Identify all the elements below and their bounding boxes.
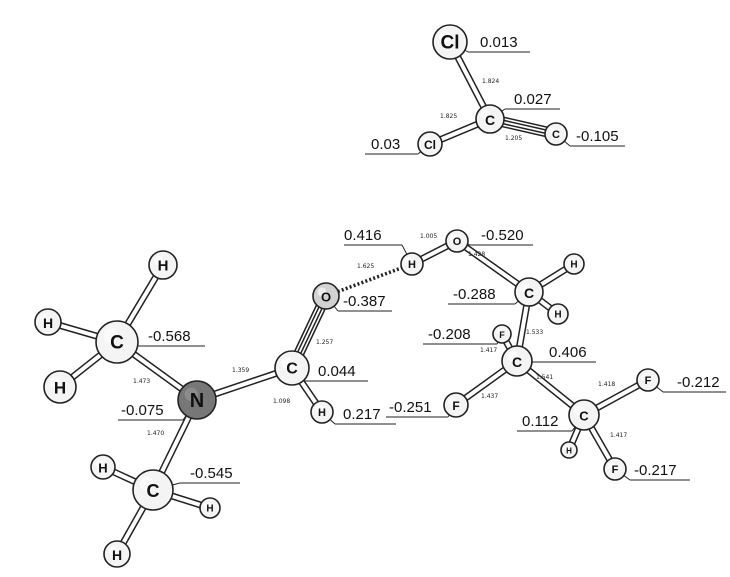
- atom-symbol-h-nme-top: H: [158, 258, 169, 275]
- atom-symbol-h-cf2h: H: [566, 447, 572, 456]
- atom-o-carbonyl: O: [312, 282, 340, 310]
- atom-symbol-h-nme-left: H: [43, 315, 53, 331]
- atom-symbol-cl-left: Cl: [424, 138, 436, 152]
- charge-label-layer: 0.013 0.027 0.03 -0.105 -0.568 -0.075 0.044 -0.…: [121, 34, 720, 482]
- atom-h-cf2h: H: [560, 441, 578, 459]
- bond-length-f-upper-c-cf: 1.417: [480, 347, 497, 354]
- atom-h-ch2-bottom: H: [547, 303, 569, 325]
- atom-symbol-f-left: F: [452, 399, 459, 413]
- atom-symbol-n-amide: N: [190, 390, 204, 412]
- bond-length-c-carbonyl-h-formyl: 1.098: [273, 398, 290, 405]
- atom-symbol-c-ch2: C: [524, 285, 534, 301]
- atom-c-nme-upper: C: [95, 320, 139, 364]
- bond-length-c-vinyl-c-terminal: 1.205: [505, 135, 522, 142]
- atom-h-nme-top: H: [148, 250, 178, 280]
- charge-label-h-formyl: 0.217: [343, 406, 381, 423]
- bond-length-c-carbonyl-o-carbonyl: 1.257: [316, 339, 333, 346]
- atom-symbol-c-cf2h: C: [579, 409, 589, 424]
- atom-f-left: F: [443, 392, 469, 418]
- charge-label-f-left: -0.251: [389, 399, 432, 416]
- charge-label-c-terminal: -0.105: [576, 128, 619, 145]
- charge-label-h-hbond: 0.416: [344, 227, 382, 244]
- atom-symbol-f-right-top: F: [645, 375, 652, 387]
- atom-symbol-c-terminal: C: [552, 129, 560, 141]
- charge-label-n-amide: -0.075: [121, 402, 164, 419]
- atom-c-ch2: C: [514, 277, 544, 307]
- atom-symbol-f-right-bottom: F: [612, 464, 619, 476]
- atom-symbol-c-vinyl: C: [485, 112, 495, 128]
- charge-label-c-carbonyl: 0.044: [318, 363, 356, 380]
- bond-length-c-nme-upper-n: 1.473: [133, 378, 150, 385]
- atom-h-nme-lower: H: [43, 370, 77, 404]
- charge-label-f-right-bottom: -0.217: [634, 462, 677, 479]
- atom-symbol-o-carbonyl: O: [321, 290, 331, 305]
- charge-label-cl-top: 0.013: [480, 34, 518, 51]
- charge-label-c-ch2: -0.288: [453, 286, 496, 303]
- atom-h-bottom-right: H: [199, 497, 221, 519]
- atom-f-right-top: F: [636, 368, 660, 392]
- atom-symbol-h-ch2-bottom: H: [554, 310, 561, 321]
- bond-length-c-cf2h-f-right-top: 1.418: [598, 381, 615, 388]
- charge-label-c-nme-lower: -0.545: [190, 465, 233, 482]
- bond-length-layer: 1.824 1.825 1.205 1.005 1.428 1.625 1.257 1.359…: [133, 78, 627, 439]
- bond-length-cl-left-c-vinyl: 1.825: [440, 113, 457, 120]
- atom-c-carbonyl: C: [274, 350, 310, 386]
- bond-length-n-c-carbonyl: 1.359: [232, 367, 249, 374]
- atom-symbol-c-nme-lower: C: [147, 481, 160, 501]
- atom-symbol-c-cf: C: [512, 354, 522, 370]
- bond-length-cl-top-c-vinyl: 1.824: [482, 78, 499, 85]
- bond-length-o-alcohol-c-ch2: 1.428: [468, 251, 485, 258]
- bond-length-n-c-nme-lower: 1.470: [147, 430, 164, 437]
- bond-length-o-carbonyl-h-hbond: 1.625: [357, 263, 374, 270]
- atom-c-cf2h: C: [568, 399, 600, 431]
- atom-h-bottom-left-top: H: [90, 454, 116, 480]
- charge-label-f-upper: -0.208: [428, 326, 471, 343]
- atom-symbol-h-bottom-right: H: [206, 504, 213, 515]
- atom-symbol-c-carbonyl: C: [286, 361, 298, 378]
- bond-length-c-cf2h-f-right-bottom: 1.417: [610, 432, 627, 439]
- atom-symbol-f-upper: F: [499, 330, 505, 340]
- atom-f-right-bottom: F: [603, 457, 627, 481]
- bond-length-c-ch2-c-cf: 1.533: [526, 329, 543, 336]
- charge-label-c-vinyl: 0.027: [514, 91, 552, 108]
- atom-h-formyl: H: [310, 400, 334, 424]
- charge-label-o-alcohol: -0.520: [481, 227, 524, 244]
- atom-h-ch2-top: H: [563, 253, 585, 275]
- bond-o-carbonyl-h-hbond-hydrogen-bond: [325, 262, 413, 298]
- bond-length-f-left-c-cf: 1.437: [481, 393, 498, 400]
- atom-f-upper: F: [492, 324, 512, 344]
- bond-length-h-hbond-o-alcohol: 1.005: [420, 233, 437, 240]
- atom-symbol-c-nme-upper: C: [110, 333, 124, 354]
- charge-label-c-cf2h: 0.112: [522, 413, 558, 430]
- atom-symbol-h-nme-lower: H: [54, 379, 66, 398]
- atom-n-amide: N: [177, 380, 217, 420]
- atom-o-alcohol: O: [445, 229, 469, 253]
- atom-h-bottom-bottom: H: [103, 540, 131, 568]
- atom-symbol-cl-top: Cl: [441, 33, 460, 54]
- atom-cl-top: Cl: [432, 24, 468, 60]
- atom-c-vinyl: C: [475, 104, 505, 134]
- atom-symbol-h-bottom-bottom: H: [112, 547, 122, 563]
- atom-h-hbond: H: [400, 252, 424, 276]
- atom-symbol-o-alcohol: O: [453, 236, 462, 248]
- charge-label-c-nme-upper: -0.568: [148, 328, 191, 345]
- atom-symbol-h-bottom-left-top: H: [98, 461, 107, 476]
- bond-length-c-cf-c-cf2h: 1.541: [536, 374, 553, 381]
- atom-cl-left: Cl: [417, 131, 443, 157]
- charge-label-c-cf: 0.406: [549, 344, 587, 361]
- atom-symbol-h-formyl: H: [318, 407, 326, 419]
- charge-label-o-carbonyl: -0.387: [343, 293, 386, 310]
- atom-c-nme-lower: C: [132, 469, 174, 511]
- atom-h-nme-left: H: [34, 308, 62, 336]
- atom-symbol-h-hbond: H: [408, 259, 416, 271]
- atom-c-cf: C: [501, 345, 533, 377]
- atom-symbol-h-ch2-top: H: [570, 260, 577, 271]
- charge-label-cl-left: 0.03: [371, 136, 400, 153]
- charge-label-f-right-top: -0.212: [677, 374, 720, 391]
- atom-c-terminal: C: [544, 122, 568, 146]
